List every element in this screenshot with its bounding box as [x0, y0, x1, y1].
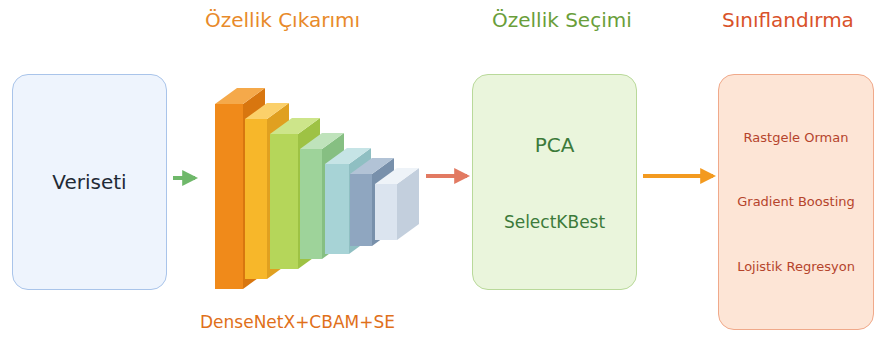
layer-slab — [350, 174, 372, 246]
flow-arrow — [173, 176, 195, 180]
column-heading: Sınıflandırma — [722, 8, 854, 32]
node-text: Veriseti — [52, 170, 126, 194]
layer-slab — [325, 164, 349, 254]
flow-arrow — [643, 174, 713, 178]
layer-slab — [375, 168, 419, 184]
layer-slab — [300, 133, 344, 149]
layer-slab — [270, 118, 320, 134]
node-text: Lojistik Regresyon — [737, 259, 855, 274]
column-heading: Özellik Çıkarımı — [205, 8, 360, 32]
node-text: Gradient Boosting — [737, 194, 855, 209]
classifier-box: Rastgele OrmanGradient BoostingLojistik … — [718, 74, 874, 330]
node-text: Rastgele Orman — [744, 130, 849, 145]
selection-box: PCA SelectKBest — [472, 74, 637, 290]
layer-slab — [245, 103, 289, 119]
feature-extractor: DenseNetX+CBAM+SE — [200, 64, 420, 334]
dataset-box: Veriseti — [12, 74, 167, 290]
layer-slab — [375, 184, 397, 240]
cnn-layers-illustration — [200, 64, 420, 304]
layer-slab — [270, 134, 298, 269]
layer-slab — [245, 119, 267, 279]
column-heading: Özellik Seçimi — [492, 8, 632, 32]
layer-slab — [215, 104, 243, 289]
flow-arrow — [426, 174, 467, 178]
layer-slab — [300, 149, 322, 259]
layer-slab — [350, 158, 394, 174]
layer-slab — [325, 148, 371, 164]
node-text: SelectKBest — [504, 212, 605, 232]
stage-label: DenseNetX+CBAM+SE — [200, 312, 395, 332]
layer-slab — [215, 88, 265, 104]
node-text: PCA — [535, 133, 575, 157]
